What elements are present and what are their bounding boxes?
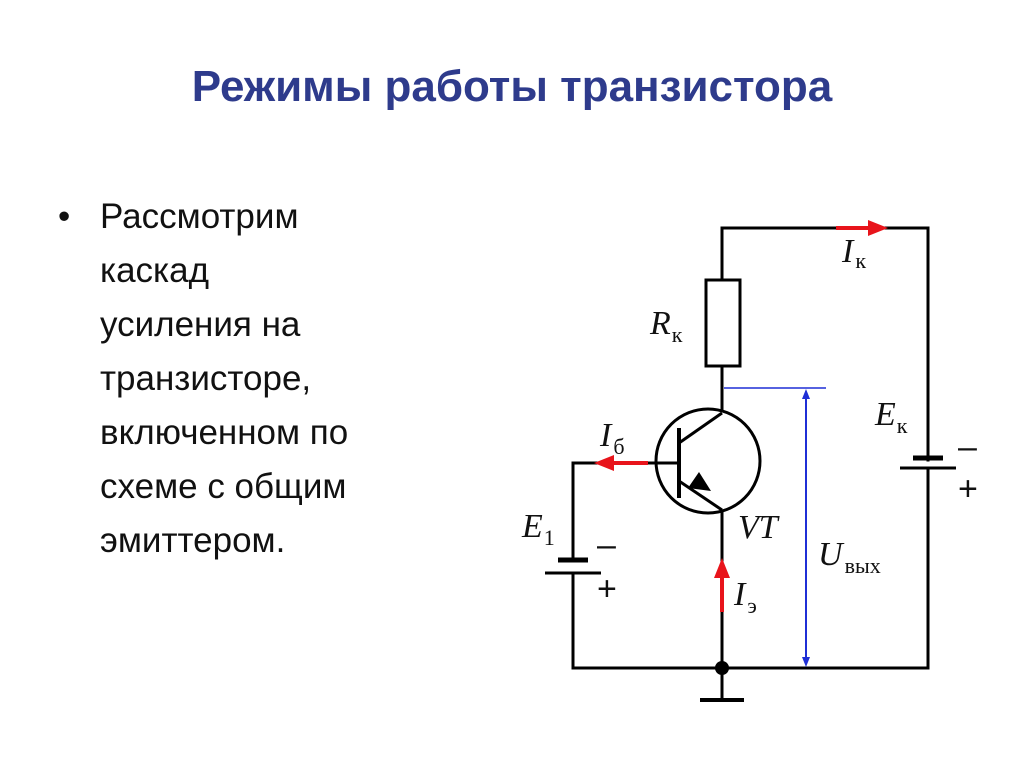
transistor-vt [654,407,762,515]
ek-minus-sign: – [958,428,977,466]
bullet-line: схеме с общим [100,467,347,506]
label-ik: Iк [841,233,866,273]
current-arrow-ik [836,220,888,236]
bullet-line: включенном по [100,413,349,452]
bullet-line: усиления на [100,305,301,344]
battery-e1 [545,557,601,575]
label-ib: Iб [599,417,625,459]
label-ek: Eк [874,396,908,438]
ek-plus-sign: + [958,470,978,508]
resistor-rk [704,278,742,368]
current-arrow-ie [714,558,730,612]
transistor-collector [678,411,723,445]
bullet-line: Рассмотрим [100,197,299,236]
label-uout: Uвых [818,536,881,578]
e1-plus-sign: + [597,570,617,608]
transistor-body [654,407,762,515]
label-e1: E1 [521,508,555,550]
label-rk: Rк [649,305,683,347]
bullet-line: каскад [100,251,210,290]
ground-node [715,661,729,675]
e1-minus-sign: – [597,526,616,564]
bullet-line: эмиттером. [100,521,286,560]
current-arrow-ib [594,455,648,471]
transistor-emitter [678,479,723,512]
bullet-text: Рассмотрим каскад усиления на транзистор… [100,190,440,568]
bullet-line: транзисторе, [100,359,312,398]
bullet-dot: • [58,197,71,236]
output-voltage-indicator [724,387,826,667]
label-ie: Iэ [733,576,757,618]
battery-ek [900,455,956,470]
slide-title: Режимы работы транзистора [191,62,833,111]
emitter-arrowhead [688,472,711,491]
label-vt: VT [738,509,780,546]
